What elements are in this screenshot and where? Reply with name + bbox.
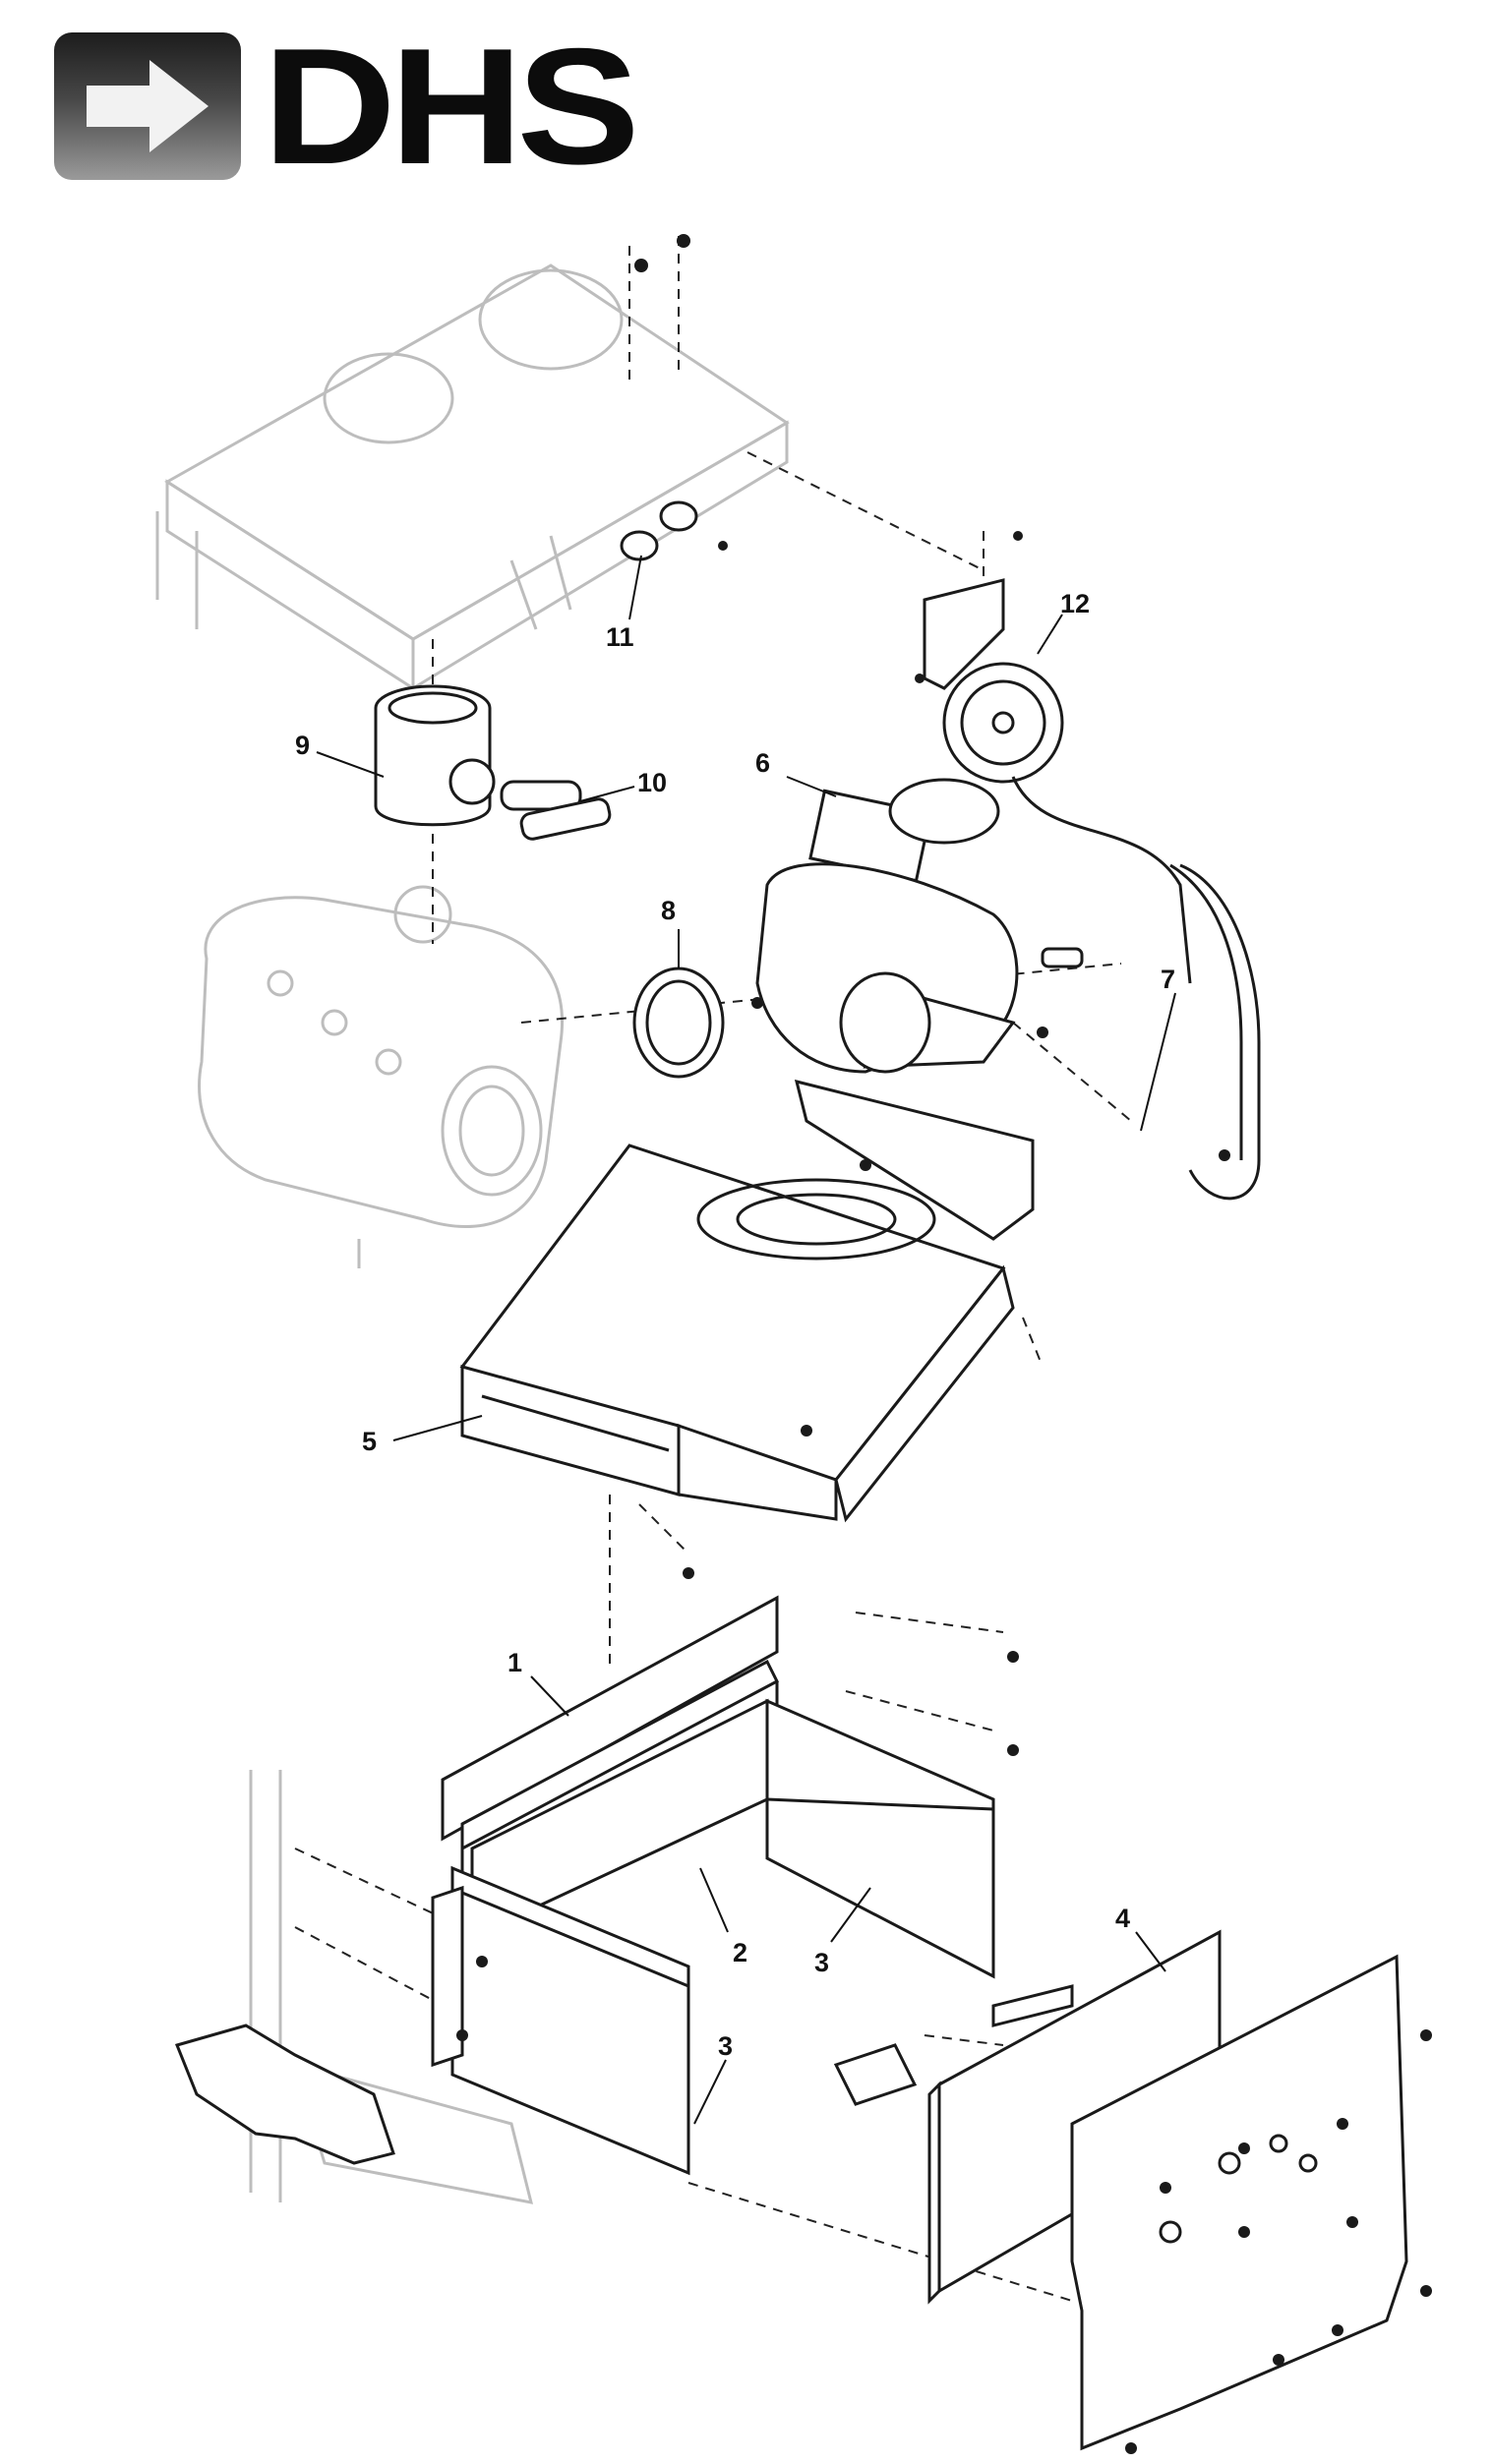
- screw-icon: [634, 259, 648, 272]
- callout-10: 10: [637, 768, 667, 797]
- part-9-manifold: [374, 684, 496, 827]
- arrow-right-icon: [87, 59, 209, 152]
- screw-icon: [1273, 2354, 1284, 2366]
- screw-icon: [1337, 2118, 1348, 2130]
- part-5-burner-hood: [459, 1079, 1035, 1523]
- screw-icon: [915, 674, 925, 683]
- callout-labels: 1 2 3 3 4 5 6 7 8 9 10 11 12: [295, 589, 1175, 2061]
- screw-icon: [1420, 2029, 1432, 2041]
- screw-icon: [801, 1425, 812, 1437]
- screw-icon: [718, 541, 728, 551]
- part-12-pressure-switch: [923, 578, 1192, 984]
- callout-4: 4: [1115, 1904, 1130, 1933]
- outer-casing-panel: [991, 1954, 1408, 2451]
- screw-icon: [1007, 1744, 1019, 1756]
- screw-icon: [1346, 2216, 1358, 2228]
- brand-logo: DHS: [54, 24, 640, 189]
- part-3-front-wall: [174, 1865, 690, 2176]
- ghost-top-cover: [155, 264, 790, 691]
- screw-icon: [1037, 1027, 1048, 1038]
- callout-11: 11: [606, 622, 634, 652]
- screw-icon: [1420, 2285, 1432, 2297]
- callout-3a: 3: [814, 1948, 829, 1977]
- screw-icon: [1125, 2442, 1137, 2454]
- ghost-heat-exchanger: [198, 885, 564, 1268]
- part-8-clamp: [632, 967, 931, 1079]
- arrow-logo-icon: [54, 31, 241, 180]
- brand-text: DHS: [263, 13, 640, 199]
- part-11-nut: [620, 500, 698, 561]
- callout-5: 5: [362, 1427, 377, 1456]
- callout-12: 12: [1060, 589, 1090, 618]
- part-7-hose: [1041, 863, 1261, 1201]
- screw-icon: [860, 1159, 871, 1171]
- assembly-guide-lines: [294, 236, 1132, 2302]
- callout-9: 9: [295, 731, 310, 760]
- part-10-sensor: [500, 780, 612, 841]
- callout-8: 8: [661, 896, 676, 925]
- part-3-side-panel: [765, 1698, 995, 1979]
- screw-fasteners: [456, 234, 1432, 2454]
- callout-7: 7: [1161, 965, 1175, 994]
- screw-icon: [751, 997, 763, 1009]
- callout-6: 6: [755, 748, 770, 778]
- screw-icon: [1007, 1651, 1019, 1663]
- callout-2: 2: [733, 1938, 747, 1967]
- part-1-frame-top: [441, 1595, 779, 1976]
- screw-icon: [476, 1956, 488, 1967]
- callout-3b: 3: [718, 2031, 733, 2061]
- screw-icon: [677, 234, 690, 248]
- callout-1: 1: [507, 1648, 522, 1677]
- screw-icon: [1238, 2142, 1250, 2154]
- screw-icon: [1160, 2182, 1171, 2194]
- part-4-insulation-board: [833, 1929, 1222, 2305]
- screw-icon: [456, 2029, 468, 2041]
- screw-icon: [683, 1567, 694, 1579]
- screw-icon: [1332, 2324, 1343, 2336]
- screw-icon: [1013, 531, 1023, 541]
- screw-icon: [1238, 2226, 1250, 2238]
- callout-leaders: [316, 555, 1176, 2125]
- screw-icon: [1219, 1149, 1230, 1161]
